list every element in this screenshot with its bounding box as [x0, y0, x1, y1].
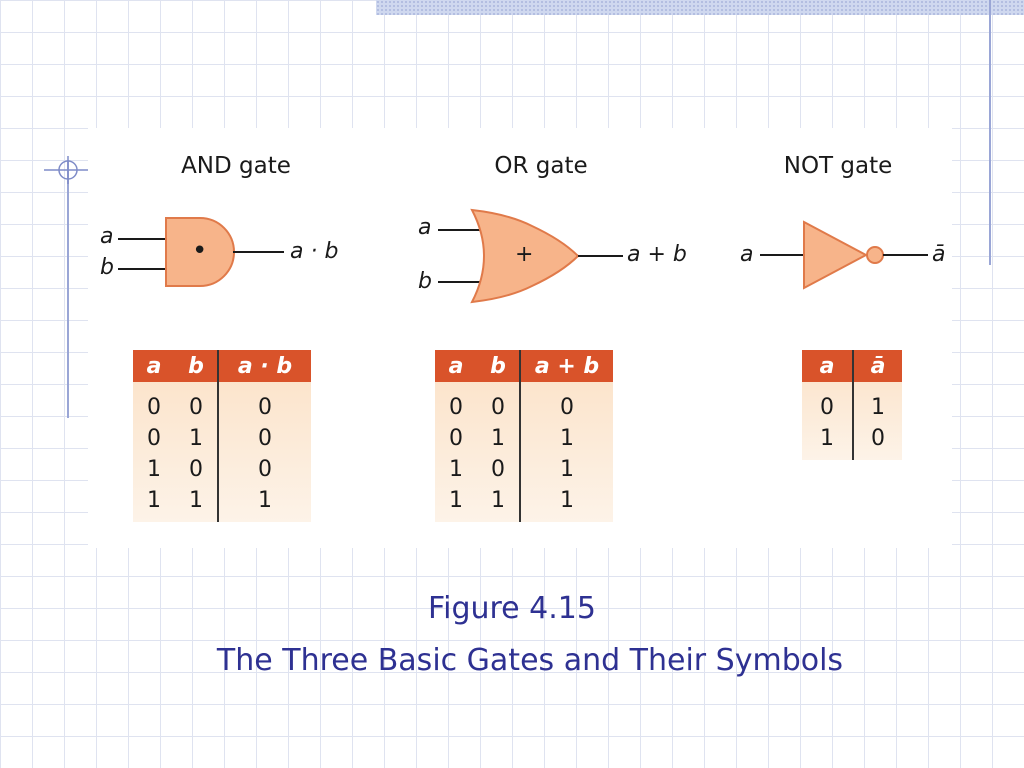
and-gate-symbol — [118, 217, 284, 287]
not-truth-table: a ā 0 1 1 0 — [802, 350, 902, 460]
table-cell: 0 — [491, 457, 505, 482]
and-input-b: b — [100, 255, 114, 280]
table-cell: 1 — [820, 426, 834, 451]
table-cell: 1 — [519, 423, 613, 454]
table-row: 1 0 0 — [133, 454, 311, 485]
table-cell: 0 — [852, 423, 902, 460]
or-gate-symbol — [438, 208, 623, 304]
crosshair-icon — [44, 156, 88, 184]
figure-caption-title: The Three Basic Gates and Their Symbols — [216, 643, 844, 678]
table-cell: 1 — [491, 488, 505, 513]
or-gate-title: OR gate — [494, 153, 588, 179]
table-header: a — [435, 350, 477, 382]
not-output: ā — [932, 242, 946, 267]
table-header: ā — [852, 350, 902, 382]
table-cell: 0 — [491, 395, 505, 420]
table-cell: 1 — [147, 488, 161, 513]
table-cell: 1 — [852, 382, 902, 423]
table-row: 0 1 0 — [133, 423, 311, 454]
table-header: b — [477, 350, 520, 382]
table-cell: 0 — [217, 454, 311, 485]
or-truth-table: a b a + b 0 0 0 0 1 1 1 0 1 1 1 1 — [435, 350, 613, 522]
right-vertical-rule — [989, 0, 991, 265]
table-cell: 0 — [217, 382, 311, 423]
table-cell: 0 — [147, 426, 161, 451]
table-cell: 1 — [449, 488, 463, 513]
table-cell: 0 — [449, 395, 463, 420]
table-cell: 1 — [519, 454, 613, 485]
table-row: 0 1 1 — [435, 423, 613, 454]
table-header: a · b — [217, 350, 311, 382]
left-vertical-rule — [67, 160, 69, 418]
figure-caption-number: Figure 4.15 — [428, 591, 596, 626]
table-cell: 0 — [189, 457, 203, 482]
table-cell: 1 — [189, 426, 203, 451]
or-output: a + b — [627, 242, 687, 267]
table-cell: 1 — [147, 457, 161, 482]
gates-figure: AND gate a b • a · b OR gate a b + a + b… — [88, 128, 952, 548]
table-row: 1 1 1 — [133, 485, 311, 522]
table-cell: 1 — [449, 457, 463, 482]
table-row: 0 0 0 — [435, 382, 613, 423]
table-cell: 0 — [189, 395, 203, 420]
table-cell: 0 — [449, 426, 463, 451]
not-input-a: a — [740, 242, 754, 267]
table-cell: 0 — [519, 382, 613, 423]
table-header: a + b — [519, 350, 613, 382]
table-cell: 1 — [189, 488, 203, 513]
table-cell: 0 — [217, 423, 311, 454]
table-row: 0 0 0 — [133, 382, 311, 423]
table-cell: 0 — [147, 395, 161, 420]
table-row: 1 0 1 — [435, 454, 613, 485]
table-cell: 1 — [491, 426, 505, 451]
and-symbol: • — [192, 236, 208, 266]
table-cell: 0 — [820, 395, 834, 420]
table-row: 1 1 1 — [435, 485, 613, 522]
and-gate-title: AND gate — [181, 153, 291, 179]
title-bar-decoration — [376, 0, 1024, 15]
not-gate-symbol — [760, 220, 928, 290]
and-output: a · b — [290, 239, 339, 264]
table-cell: 1 — [519, 485, 613, 522]
table-row: 1 0 — [802, 423, 902, 460]
and-truth-table: a b a · b 0 0 0 0 1 0 1 0 0 1 1 1 — [133, 350, 311, 522]
or-input-b: b — [418, 269, 432, 294]
and-input-a: a — [100, 224, 114, 249]
table-header: a — [133, 350, 175, 382]
table-header: a — [802, 350, 853, 382]
table-row: 0 1 — [802, 382, 902, 423]
table-header: b — [175, 350, 218, 382]
table-cell: 1 — [217, 485, 311, 522]
or-symbol: + — [515, 242, 534, 267]
or-input-a: a — [418, 215, 432, 240]
not-gate-title: NOT gate — [783, 153, 893, 179]
